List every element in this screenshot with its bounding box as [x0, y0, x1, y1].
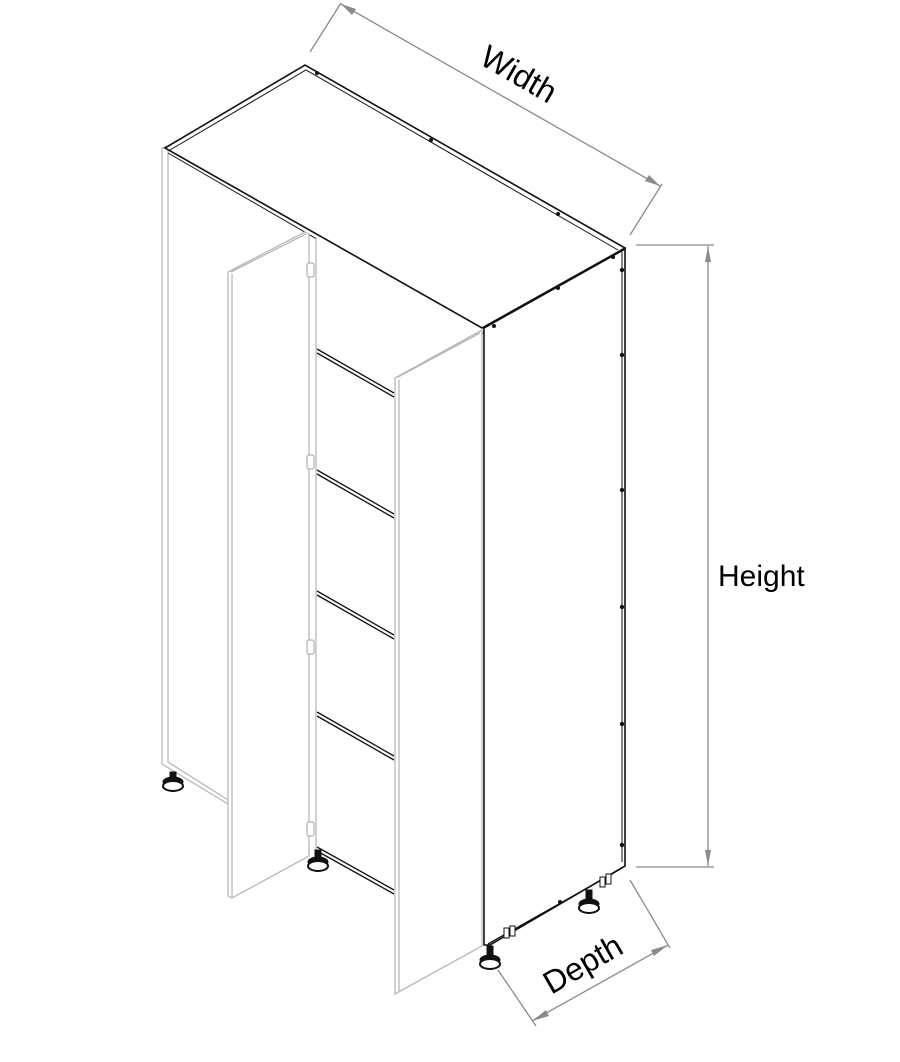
hinge-icon	[306, 454, 315, 470]
shelves	[316, 348, 395, 895]
shelf-bottom	[316, 846, 395, 895]
shelf-1	[316, 348, 395, 398]
hinges	[306, 262, 315, 837]
leg-clip	[503, 873, 612, 939]
hinge-icon	[306, 262, 315, 278]
leg-icon	[162, 771, 184, 792]
hinge-icon	[306, 639, 315, 655]
shelf-2	[316, 469, 395, 519]
hinge-icon	[306, 821, 315, 837]
width-dimension	[309, 2, 663, 236]
height-dimension	[636, 244, 714, 868]
left-side-panel	[161, 145, 229, 806]
depth-dimension	[497, 879, 671, 1027]
height-label: Height	[718, 560, 805, 593]
leg-icon	[307, 849, 329, 872]
left-door	[227, 231, 310, 899]
shelf-3	[316, 590, 395, 640]
right-side-panel	[483, 247, 626, 946]
leveling-legs	[162, 771, 600, 970]
right-door	[394, 328, 483, 996]
leg-icon	[479, 945, 501, 970]
leg-icon	[578, 889, 600, 914]
shelf-4	[316, 711, 395, 761]
